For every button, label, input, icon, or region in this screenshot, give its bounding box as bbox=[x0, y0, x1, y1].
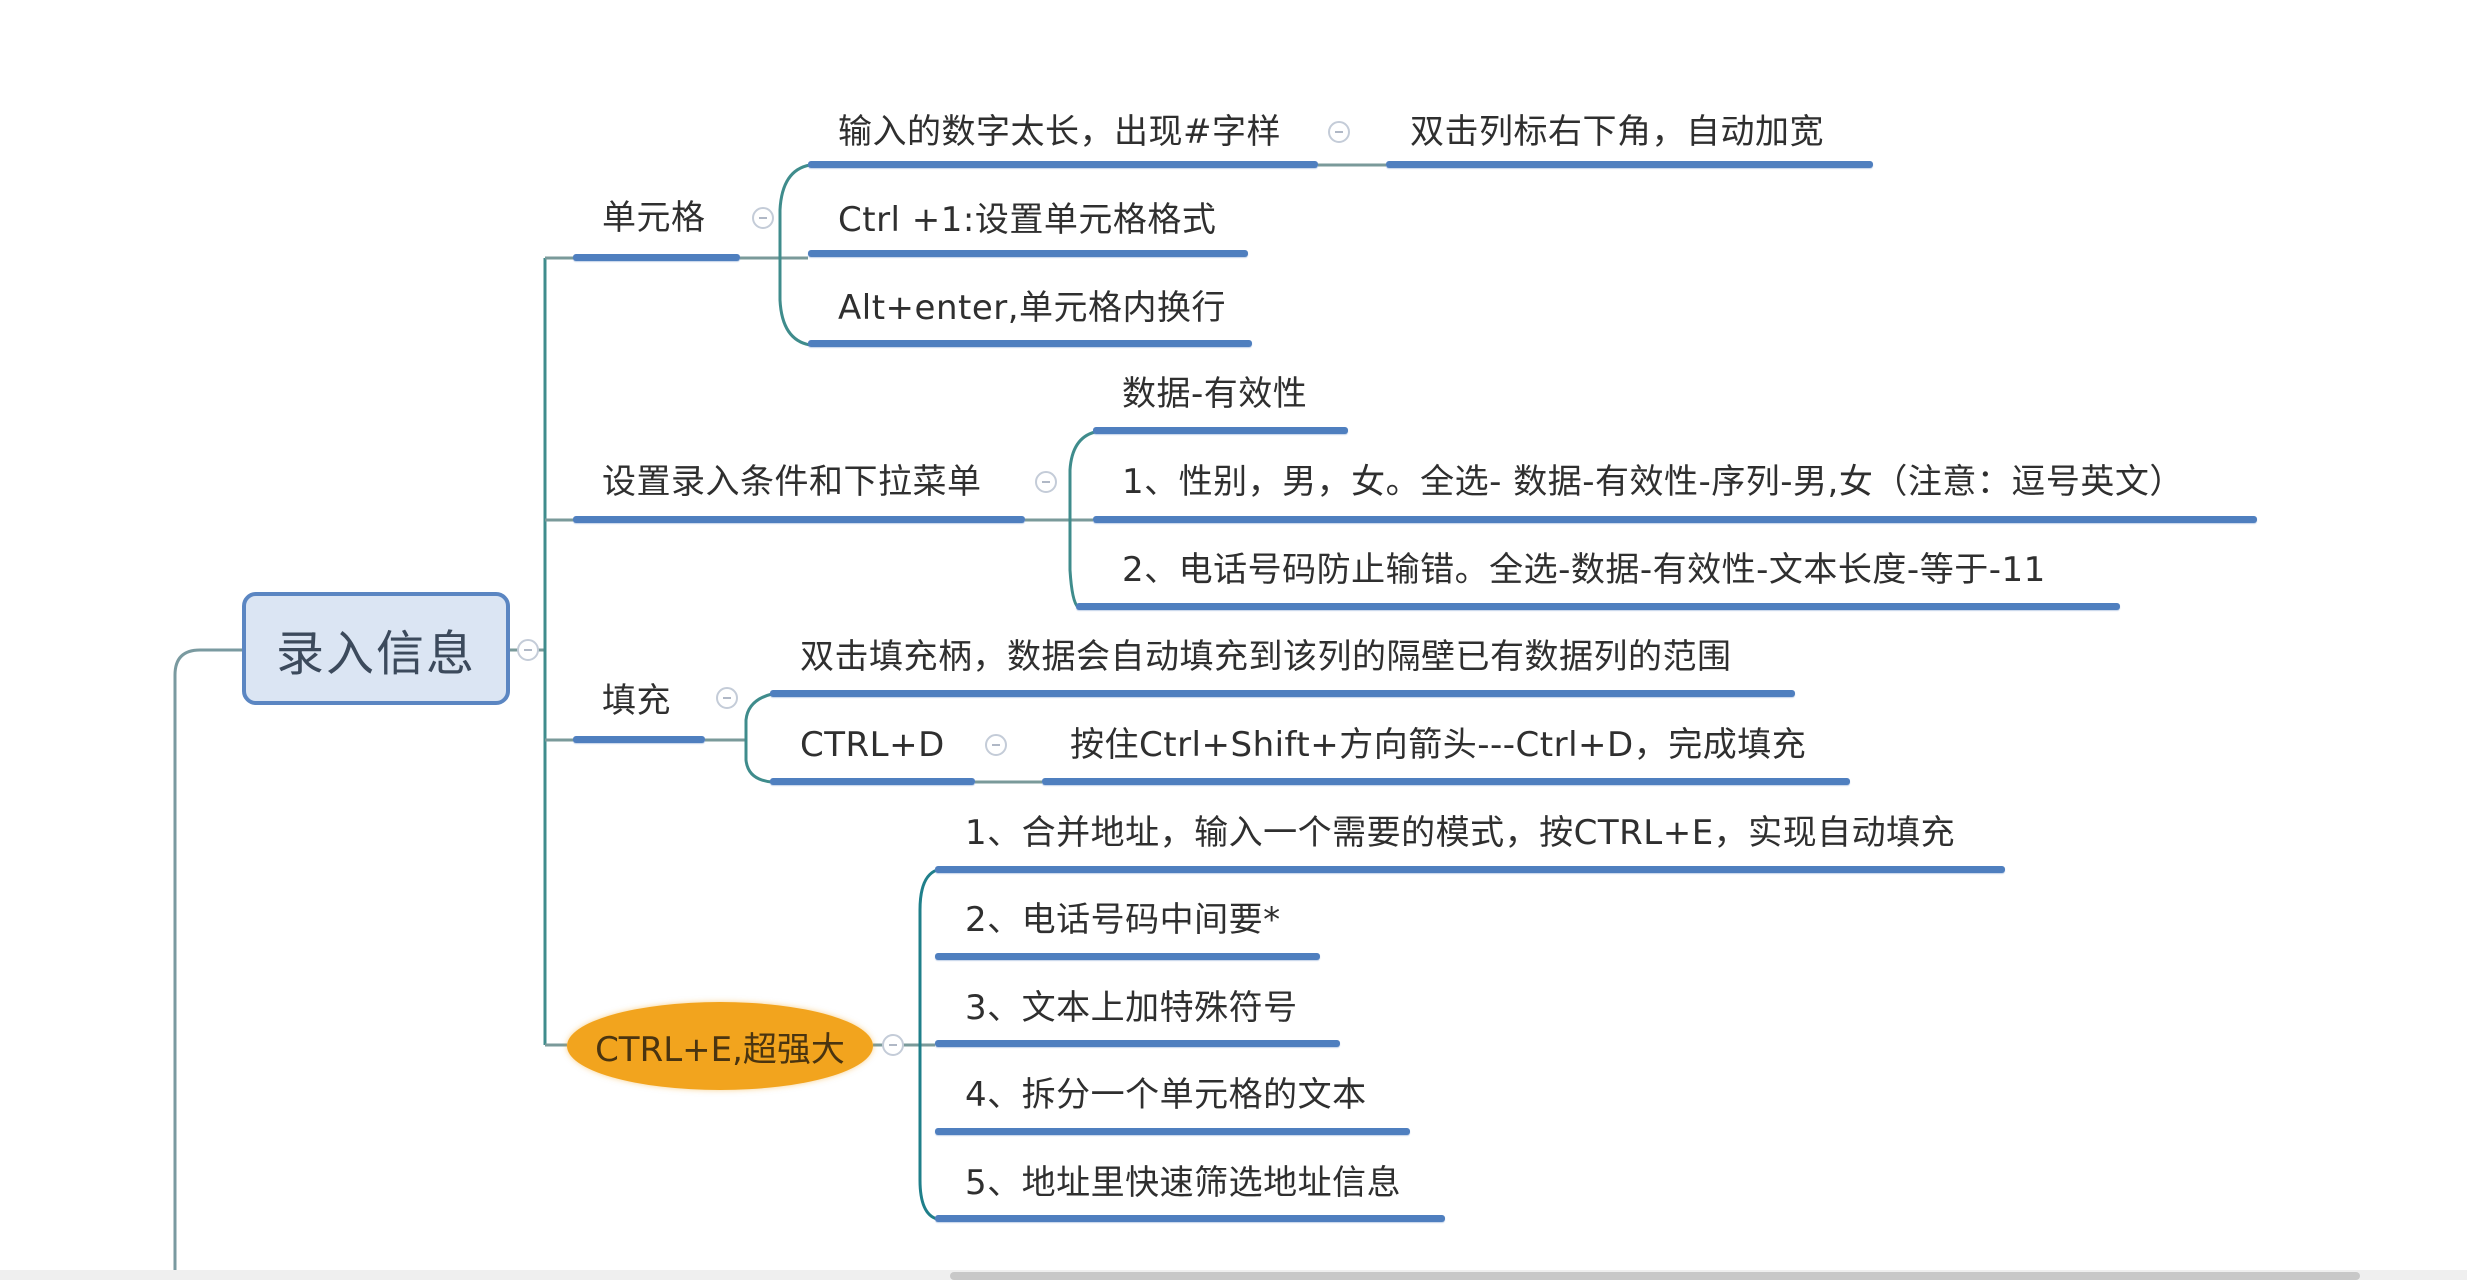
branch-cell-label[interactable]: 单元格 bbox=[602, 198, 706, 238]
ctrl-e-item-3-label[interactable]: 3、文本上加特殊符号 bbox=[965, 988, 1298, 1028]
cell-item-2-underline bbox=[808, 250, 1248, 257]
branch-validation-underline bbox=[573, 516, 1025, 523]
cell-item-1-label[interactable]: 输入的数字太长，出现#字样 bbox=[838, 112, 1281, 152]
ctrl-e-item-1-underline bbox=[935, 866, 2005, 873]
ctrl-e-item-3-underline bbox=[935, 1040, 1340, 1047]
ctrl-e-item-4-label[interactable]: 4、拆分一个单元格的文本 bbox=[965, 1075, 1367, 1115]
branch-fill-label[interactable]: 填充 bbox=[602, 681, 671, 721]
ctrl-e-item-5-label[interactable]: 5、地址里快速筛选地址信息 bbox=[965, 1163, 1402, 1203]
branch-validation-label[interactable]: 设置录入条件和下拉菜单 bbox=[602, 462, 982, 502]
cell-item-2-label[interactable]: Ctrl +1:设置单元格格式 bbox=[838, 200, 1217, 240]
ctrl-e-item-2-underline bbox=[935, 953, 1320, 960]
validation-item-1-label[interactable]: 数据-有效性 bbox=[1122, 374, 1308, 414]
cell-item-3-underline bbox=[808, 340, 1252, 347]
ctrl-e-item-2-label[interactable]: 2、电话号码中间要* bbox=[965, 900, 1281, 940]
fill-item-2-label[interactable]: CTRL+D bbox=[800, 725, 945, 765]
validation-item-3-label[interactable]: 2、电话号码防止输错。全选-数据-有效性-文本长度-等于-11 bbox=[1122, 550, 2046, 590]
fill-item-1-underline bbox=[770, 690, 1795, 697]
validation-item-2-label[interactable]: 1、性别，男，女。全选- 数据-有效性-序列-男,女（注意：逗号英文） bbox=[1122, 462, 2184, 502]
cell-item-1-child-underline bbox=[1386, 161, 1873, 168]
ctrl-e-item-4-underline bbox=[935, 1128, 1410, 1135]
validation-item-2-underline bbox=[1093, 516, 2257, 523]
branch-ctrl-e-label: CTRL+E,超强大 bbox=[595, 1029, 845, 1070]
root-node[interactable]: 录入信息 bbox=[242, 592, 510, 705]
branch-ctrl-e-collapse-icon[interactable] bbox=[882, 1034, 904, 1056]
cell-item-1-child-label[interactable]: 双击列标右下角，自动加宽 bbox=[1410, 112, 1824, 152]
branch-cell-collapse-icon[interactable] bbox=[752, 207, 774, 229]
validation-item-3-underline bbox=[1076, 603, 2120, 610]
fill-item-2-underline bbox=[770, 778, 975, 785]
cell-item-1-underline bbox=[808, 161, 1318, 168]
cell-item-3-label[interactable]: Alt+enter,单元格内换行 bbox=[838, 288, 1227, 328]
ctrl-e-item-5-underline bbox=[935, 1215, 1445, 1222]
branch-fill-underline bbox=[573, 736, 705, 743]
branch-ctrl-e-node[interactable]: CTRL+E,超强大 bbox=[567, 1002, 873, 1090]
cell-item-1-collapse-icon[interactable] bbox=[1328, 121, 1350, 143]
branch-fill-collapse-icon[interactable] bbox=[716, 687, 738, 709]
fill-item-2-child-underline bbox=[1042, 778, 1850, 785]
validation-item-1-underline bbox=[1093, 427, 1348, 434]
ctrl-e-item-1-label[interactable]: 1、合并地址，输入一个需要的模式，按CTRL+E，实现自动填充 bbox=[965, 813, 1956, 853]
fill-item-2-collapse-icon[interactable] bbox=[985, 734, 1007, 756]
branch-cell-underline bbox=[573, 254, 740, 261]
root-collapse-icon[interactable] bbox=[517, 639, 539, 661]
horizontal-scrollbar[interactable] bbox=[950, 1272, 2360, 1280]
branch-validation-collapse-icon[interactable] bbox=[1035, 471, 1057, 493]
fill-item-1-label[interactable]: 双击填充柄，数据会自动填充到该列的隔壁已有数据列的范围 bbox=[800, 637, 1732, 677]
root-node-label: 录入信息 bbox=[275, 625, 476, 682]
fill-item-2-child-label[interactable]: 按住Ctrl+Shift+方向箭头---Ctrl+D，完成填充 bbox=[1070, 725, 1807, 765]
